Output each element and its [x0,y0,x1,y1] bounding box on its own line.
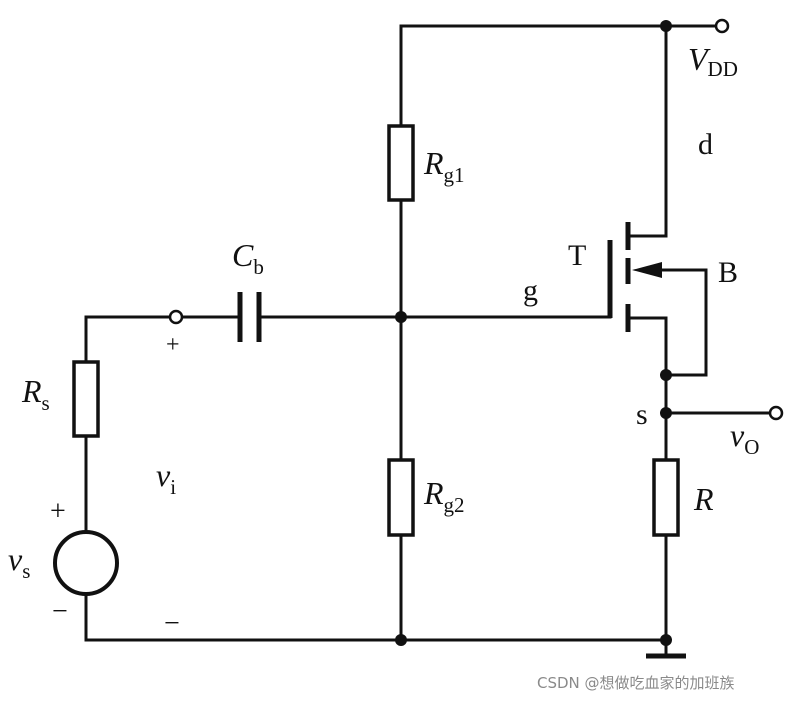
voltage-source [53,530,119,596]
transistor-label: T [568,239,586,272]
rg1-resistor [387,124,415,202]
source-plus-label: + [50,496,66,527]
vs-label: vs [8,541,30,583]
body-label: B [718,256,738,289]
vdd-junction-dot [660,20,672,32]
watermark: CSDN @想做吃血家的加班族 [537,674,735,692]
mosfet-transistor [607,222,662,332]
bottom-minus-label: − [164,608,180,639]
body-arrow-icon [632,262,662,278]
output-terminal [768,405,784,421]
source-junction-dot [660,407,672,419]
rg2-resistor [387,458,415,537]
wires [84,24,772,659]
input-terminal [168,309,184,325]
rg1-label: Rg1 [423,145,465,187]
body-junction-dot [660,369,672,381]
r-ground-junction-dot [660,634,672,646]
drain-label: d [698,128,713,161]
rg2-ground-junction-dot [395,634,407,646]
cb-capacitor [237,292,262,342]
source-label: s [636,398,648,431]
gate-label: g [523,274,538,307]
vdd-label: VDD [688,41,738,81]
input-plus-label: + [166,332,180,358]
source-minus-label: − [52,596,68,627]
rs-resistor [72,360,100,438]
rs-label: Rs [21,373,50,415]
vi-label: vi [156,457,176,499]
vdd-terminal [714,18,730,34]
vo-label: vO [730,417,759,459]
r-resistor [652,458,680,537]
rg2-label: Rg2 [423,475,465,517]
gate-junction-dot [395,311,407,323]
r-label: R [693,481,714,517]
cb-label: Cb [232,237,264,279]
